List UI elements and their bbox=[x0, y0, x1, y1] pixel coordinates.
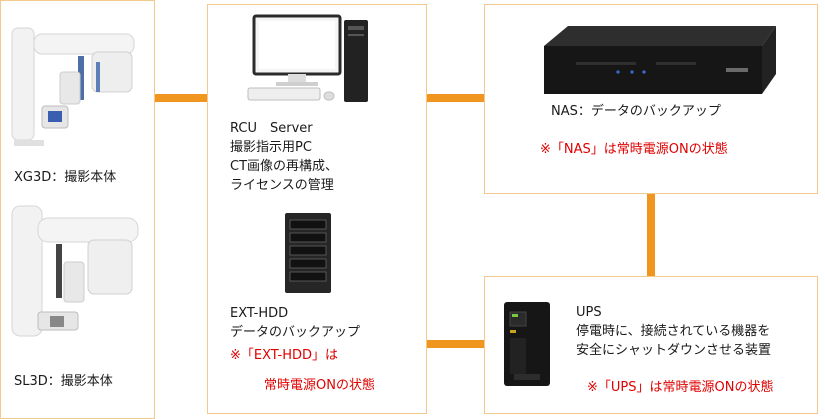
xg3d-device-image bbox=[11, 27, 135, 146]
sl3d-label: SL3D：撮影本体 bbox=[14, 374, 113, 389]
nas-label: NAS：データのバックアップ bbox=[551, 104, 721, 119]
rcu-line-1: 撮影指示用PC bbox=[230, 140, 312, 155]
connector-rcu-ups bbox=[427, 340, 484, 348]
ups-desc-line-2: 安全にシャットダウンさせる装置 bbox=[576, 343, 772, 358]
ext-hdd-note-line-2: 常時電源ONの状態 bbox=[264, 378, 375, 393]
connector-nas-ups bbox=[647, 194, 655, 276]
ext-hdd-title: EXT-HDD bbox=[230, 306, 289, 321]
nas-image bbox=[544, 26, 776, 94]
ups-desc-line-1: 停電時に、接続されている機器を bbox=[576, 324, 771, 339]
connector-rcu-nas bbox=[427, 94, 484, 102]
nas-note: ※「NAS」は常時電源ONの状態 bbox=[540, 142, 728, 157]
xg3d-label: XG3D：撮影本体 bbox=[14, 170, 117, 185]
ext-hdd-note-line-1: ※「EXT-HDD」は bbox=[230, 348, 339, 363]
rcu-title: RCU Server bbox=[230, 121, 313, 136]
connector-imaging-rcu bbox=[155, 94, 207, 102]
rcu-server-pc-image bbox=[247, 14, 368, 102]
ups-note: ※「UPS」は常時電源ONの状態 bbox=[587, 380, 774, 395]
rcu-line-2: CT画像の再構成、 bbox=[230, 159, 339, 174]
rcu-line-3: ライセンスの管理 bbox=[230, 178, 334, 193]
ext-hdd-image bbox=[285, 213, 331, 293]
ups-title: UPS bbox=[576, 305, 602, 320]
sl3d-device-image bbox=[11, 205, 139, 337]
ups-image bbox=[504, 302, 550, 386]
ext-hdd-desc: データのバックアップ bbox=[230, 325, 361, 340]
